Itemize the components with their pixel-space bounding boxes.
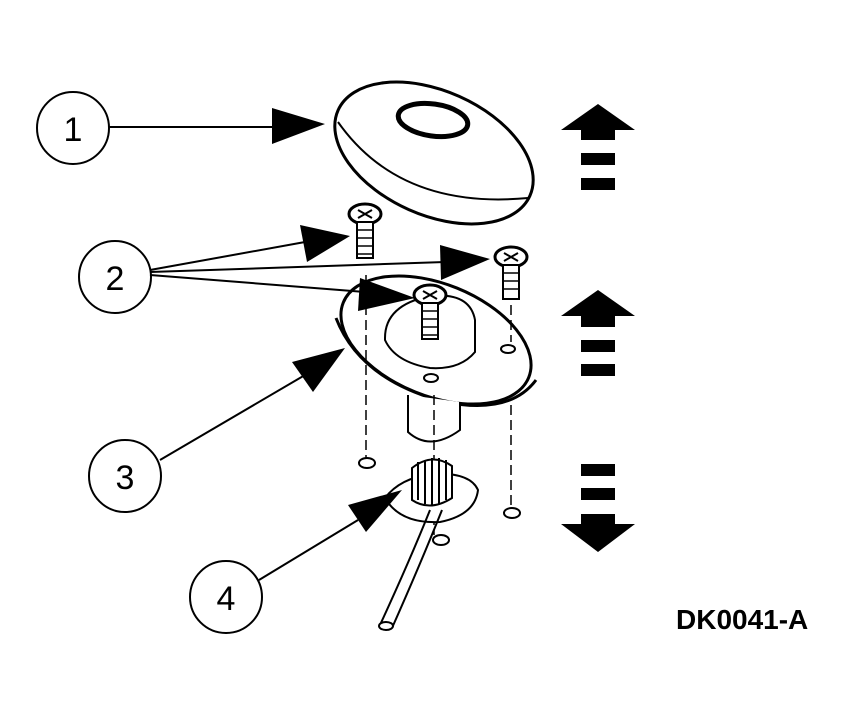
washers — [358, 457, 521, 546]
callout-3-number: 3 — [116, 459, 135, 497]
callout-3: 3 — [88, 348, 345, 513]
screw-center — [412, 283, 448, 340]
callout-2-number: 2 — [106, 260, 125, 298]
figure-id-label: DK0041-A — [676, 604, 809, 635]
callout-4-number: 4 — [217, 580, 236, 618]
screw-right — [493, 245, 529, 300]
callout-2: 2 — [78, 225, 490, 314]
arrow-up-middle — [561, 290, 635, 376]
screw-left — [347, 202, 383, 259]
cover-disc — [333, 80, 535, 226]
connector — [378, 458, 480, 631]
callout-1: 1 — [36, 91, 325, 165]
callout-1-number: 1 — [64, 111, 83, 149]
callout-4: 4 — [189, 490, 402, 634]
arrow-up-top — [561, 104, 635, 190]
arrow-down-bottom — [561, 464, 635, 552]
